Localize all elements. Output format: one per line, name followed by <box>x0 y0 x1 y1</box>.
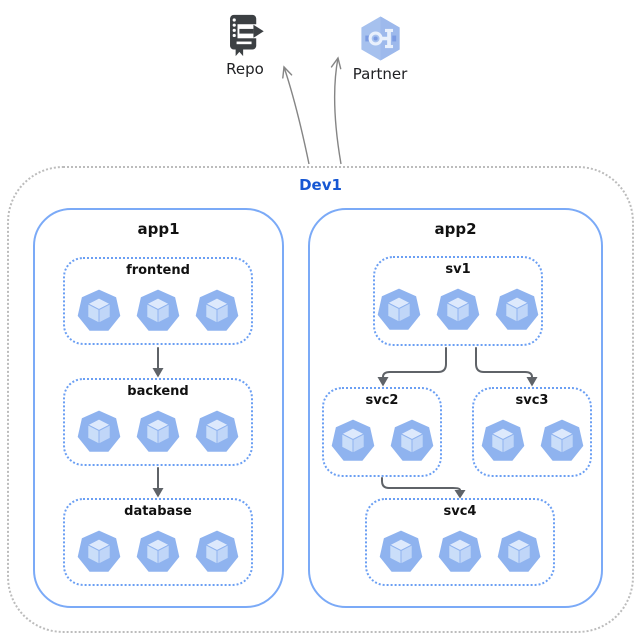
service-svc3: svc3 <box>472 387 592 477</box>
app1-box: app1 frontend backend database <box>33 208 284 608</box>
pod-icon <box>481 419 525 463</box>
service-frontend: frontend <box>63 257 253 345</box>
partner-hexagon-icon <box>360 16 400 61</box>
partner-node: Partner <box>349 15 411 83</box>
pod-icon <box>77 289 121 333</box>
service-frontend-label: frontend <box>126 263 190 278</box>
pod-icon <box>331 419 375 463</box>
cluster-dev1: Dev1 app1 frontend backend <box>7 166 634 633</box>
arrow-dev1-partner <box>333 57 342 165</box>
pod-icon <box>379 530 423 574</box>
database-pods <box>77 530 239 574</box>
app2-label: app2 <box>434 220 477 238</box>
service-database-label: database <box>124 504 192 519</box>
pod-icon <box>438 530 482 574</box>
repo-label: Repo <box>226 60 264 78</box>
frontend-pods <box>77 289 239 333</box>
pod-icon <box>195 410 239 454</box>
pod-icon <box>195 530 239 574</box>
service-backend-label: backend <box>127 384 189 399</box>
arrowhead-open <box>330 56 342 70</box>
service-svc3-label: svc3 <box>515 393 549 408</box>
sv1-pods <box>377 288 539 332</box>
service-backend: backend <box>63 378 253 466</box>
service-svc2-label: svc2 <box>365 393 399 408</box>
service-svc4-label: svc4 <box>443 504 477 519</box>
pod-icon <box>136 410 180 454</box>
pod-icon <box>195 289 239 333</box>
arrowhead-open <box>282 65 293 79</box>
service-svc4: svc4 <box>365 498 555 586</box>
pod-icon <box>390 419 434 463</box>
pod-icon <box>495 288 539 332</box>
pod-icon <box>377 288 421 332</box>
app2-box: app2 sv1 svc2 svc3 <box>308 208 603 608</box>
repo-node: Repo <box>213 13 277 78</box>
pod-icon <box>136 289 180 333</box>
source-repository-icon <box>230 14 266 57</box>
pod-icon <box>136 530 180 574</box>
pod-icon <box>540 419 584 463</box>
pod-icon <box>77 410 121 454</box>
svc4-pods <box>379 530 541 574</box>
service-svc2: svc2 <box>322 387 442 477</box>
app1-label: app1 <box>137 220 180 238</box>
cluster-label: Dev1 <box>299 176 342 194</box>
pod-icon <box>77 530 121 574</box>
service-sv1-label: sv1 <box>445 262 471 277</box>
service-sv1: sv1 <box>373 256 543 346</box>
pod-icon <box>497 530 541 574</box>
service-database: database <box>63 498 253 586</box>
partner-label: Partner <box>352 65 408 83</box>
svc2-pods <box>331 419 434 463</box>
svc3-pods <box>481 419 584 463</box>
pod-icon <box>436 288 480 332</box>
arrow-dev1-repo <box>283 66 310 165</box>
backend-pods <box>77 410 239 454</box>
